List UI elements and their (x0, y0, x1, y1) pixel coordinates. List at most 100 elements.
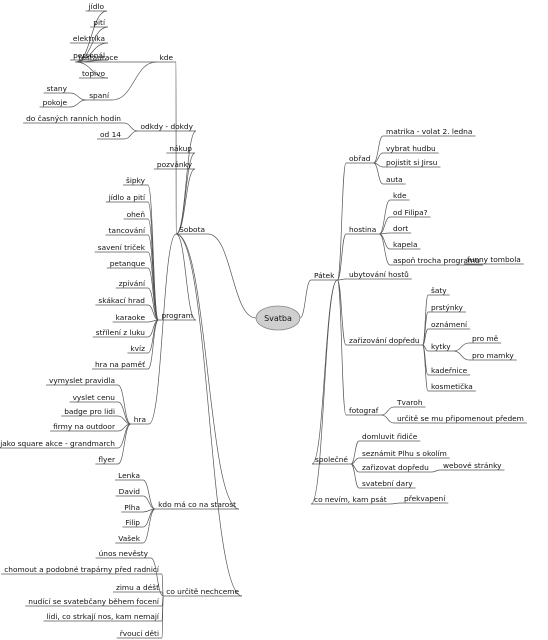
connector-line (147, 304, 159, 321)
node-label-chomout-a-podobne-traparny-pred-radnici[interactable]: chomout a podobné trapárny před radnicí (4, 565, 160, 574)
node-label-jidlo-a-piti[interactable]: jídlo a pití (108, 193, 146, 202)
node-label-od-filipa[interactable]: od Filipa? (393, 208, 428, 217)
node-label-fotograf[interactable]: fotograf (349, 406, 379, 415)
connector-line (337, 279, 347, 346)
node-label-patek[interactable]: Pátek (314, 271, 335, 280)
connector-line (381, 406, 395, 416)
node-label-co-urcite-nechceme[interactable]: co určitě nechceme (166, 587, 239, 596)
connector-line (117, 423, 132, 465)
node-label-do-casnych-rannich-hodin[interactable]: do časných ranních hodin (26, 114, 121, 123)
node-label-aspon-trocha-programu[interactable]: aspoň trocha programu (393, 256, 480, 265)
root-node[interactable]: Svatba (255, 305, 301, 331)
node-label-tvaroh[interactable]: Tvaroh (396, 398, 423, 407)
node-label-dort[interactable]: dort (393, 224, 408, 233)
node-label-spolecne[interactable]: společné (315, 455, 348, 464)
node-label-webove-stranky[interactable]: webové stránky (443, 461, 502, 470)
node-label-kde[interactable]: kde (393, 191, 407, 200)
node-label-karaoke[interactable]: karaoke (116, 313, 146, 322)
node-label-sipky[interactable]: šipky (126, 176, 146, 185)
node-label-sobota[interactable]: Sobota (179, 225, 205, 234)
node-label-od-14[interactable]: od 14 (100, 130, 121, 139)
node-label-svatebni-dary[interactable]: svatební dary (362, 479, 413, 488)
node-label-urcite-se-mu-pripomenout-predem[interactable]: určitě se mu připomenout předem (397, 414, 524, 423)
node-label-domluvit-ridice[interactable]: domluvit řidiče (362, 432, 418, 441)
node-label-badge-pro-lidi[interactable]: badge pro lidi (64, 407, 115, 416)
node-label-lenka[interactable]: Lenka (118, 471, 140, 480)
node-label-saveni-tricek[interactable]: savení triček (98, 243, 146, 252)
node-label-odkdy-dokdy[interactable]: odkdy - dokdy (141, 122, 194, 131)
node-label-stany[interactable]: stany (47, 84, 68, 93)
node-label-vyslet-cenu[interactable]: vyslet cenu (73, 393, 116, 402)
node-label-zarizovani-dopredu[interactable]: zařizování dopředu (349, 336, 420, 345)
node-label-pozvanky[interactable]: pozvánky (157, 160, 193, 169)
node-label-zpivani[interactable]: zpívání (119, 279, 146, 288)
node-label-prekvapeni[interactable]: překvapení (404, 494, 446, 503)
connector-line (379, 232, 391, 235)
node-label-firmy-na-outdoor[interactable]: firmy na outdoor (53, 422, 116, 431)
node-label-prstynky[interactable]: prstýnky (431, 303, 464, 312)
node-label-pro-me[interactable]: pro mě (472, 334, 499, 343)
node-labels: Sobota kde restaurace jídlo pití elektrika per… (0, 2, 527, 639)
node-label-zimu-a-dest[interactable]: zimu a déšť (116, 583, 159, 592)
node-label-hra[interactable]: hra (134, 415, 146, 424)
connector-line (176, 233, 240, 510)
node-label-pro-mamky[interactable]: pro mamky (472, 351, 514, 360)
connector-line (373, 162, 384, 185)
node-label-matrika-volat-2-ledna[interactable]: matrika - volat 2. ledna (386, 127, 472, 136)
node-label-obrad[interactable]: obřad (349, 154, 371, 163)
node-label-hra-na-pamet[interactable]: hra na paměť (95, 360, 145, 369)
node-label-topivo[interactable]: topivo (82, 69, 106, 78)
node-label-saty[interactable]: šaty (431, 286, 447, 295)
node-label-ohen[interactable]: oheň (127, 210, 146, 219)
node-label-lidi-co-strkaji-nos-kam-nemaji[interactable]: lidi, co strkají nos, kam nemají (47, 612, 160, 621)
node-label-spani[interactable]: spaní (89, 91, 110, 100)
node-label-pokoje[interactable]: pokoje (43, 98, 68, 107)
node-label-pojistit-si-jirsu[interactable]: pojistit si Jirsu (386, 158, 438, 167)
node-label-co-nevim-kam-psat[interactable]: co nevím, kam psát (314, 495, 387, 504)
node-label-kadernice[interactable]: kadeřnice (431, 366, 468, 375)
node-label-strileni-z-luku[interactable]: střílení z luku (96, 328, 146, 337)
node-label-kapela[interactable]: kapela (393, 240, 418, 249)
node-label-petanque[interactable]: petanque (110, 259, 146, 268)
connector-line (311, 279, 338, 465)
node-label-kde[interactable]: kde (159, 53, 173, 62)
node-label-kosmeticka[interactable]: kosmetička (431, 382, 473, 391)
node-label-david[interactable]: David (119, 487, 141, 496)
node-label-elektrika[interactable]: elektrika (73, 34, 105, 43)
node-label-restaurace[interactable]: restaurace (78, 53, 118, 62)
node-label-kdo-ma-co-na-starost[interactable]: kdo má co na starost (158, 500, 236, 509)
node-label-personal[interactable]: personál (73, 51, 105, 60)
node-label-nakup[interactable]: nákup (169, 144, 192, 153)
connector-line (142, 508, 156, 544)
node-label-zarizovat-dopredu[interactable]: zařizovat dopředu (362, 463, 429, 472)
node-label-flyer[interactable]: flyer (98, 455, 116, 464)
node-label-seznamit-plhu-s-okolim[interactable]: seznámit Plhu s okolím (362, 449, 447, 458)
node-label-filip[interactable]: Filip (125, 518, 140, 527)
node-label-unos-nevesty[interactable]: únos nevěsty (99, 549, 149, 558)
connector-line (422, 311, 429, 346)
node-label-jidlo[interactable]: jídlo (88, 2, 105, 11)
connector-line (453, 350, 470, 361)
node-label-tancovani[interactable]: tancování (109, 226, 146, 235)
node-label-vymyslet-pravidla[interactable]: vymyslet pravidla (49, 376, 115, 385)
connector-line (379, 233, 391, 250)
node-label-kviz[interactable]: kvíz (130, 344, 145, 353)
node-label-ubytovani-hostu[interactable]: ubytování hostů (349, 270, 409, 279)
node-label-vybrat-hudbu[interactable]: vybrat hudbu (386, 144, 436, 153)
node-label-jako-square-akce-grandmarch[interactable]: jako square akce - grandmarch (0, 439, 115, 448)
node-label-hostina[interactable]: hostina (349, 225, 376, 234)
node-label-funny-tombola[interactable]: funny tombola (467, 255, 521, 264)
node-label-kytky[interactable]: kytky (431, 342, 451, 351)
connector-line (117, 384, 132, 425)
node-label-auta[interactable]: auta (386, 175, 403, 184)
node-label-program[interactable]: program (161, 311, 193, 320)
node-label-skakaci-hrad[interactable]: skákací hrad (98, 296, 145, 305)
node-label-piti[interactable]: pití (93, 18, 106, 27)
node-label-rvouci-deti[interactable]: řvoucí děti (120, 629, 159, 638)
node-label-oznameni[interactable]: oznámení (431, 320, 468, 329)
connector-lines (69, 10, 483, 639)
node-label-nudici-se-svatebcany-behem-foceni[interactable]: nudící se svatebčany během focení (28, 597, 160, 606)
node-label-plha[interactable]: Plha (124, 503, 140, 512)
node-label-vasek[interactable]: Vašek (118, 534, 140, 543)
